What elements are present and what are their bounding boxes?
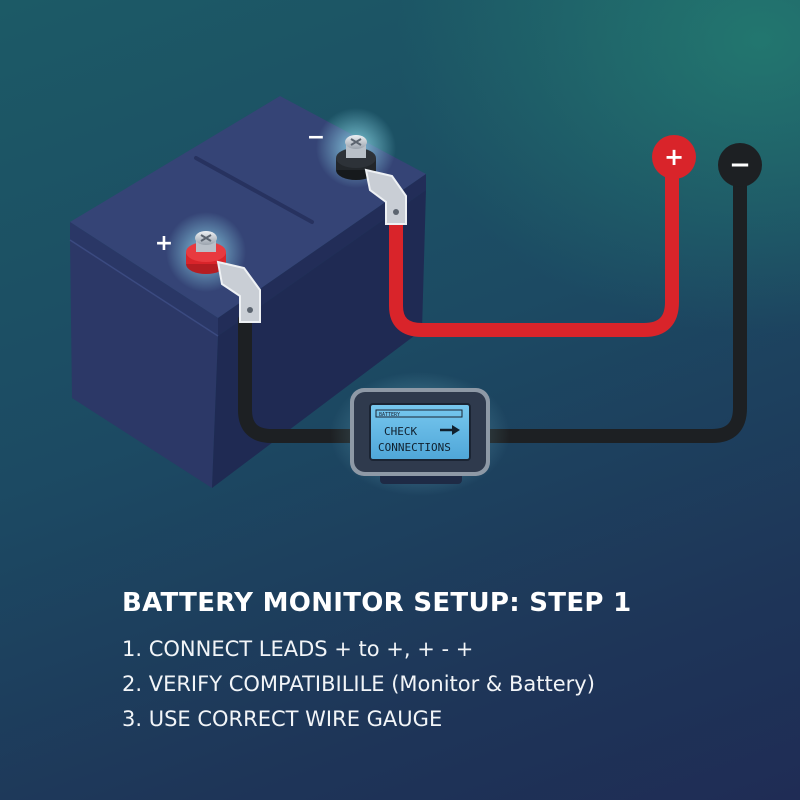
positive-terminal-label: + [155,231,173,256]
negative-lead-cap: − [718,143,762,187]
battery-front-face [70,240,218,488]
positive-clamp [216,260,261,323]
battery-lid-edge [70,222,218,336]
monitor-screen [369,403,471,461]
positive-lead-cap: + [652,135,696,179]
negative-lead [238,161,747,443]
monitor-header: BATTERY [379,412,400,418]
instructions-panel: BATTERY MONITOR SETUP: STEP 1 1. CONNECT… [122,588,782,737]
positive-lead-label: + [664,143,684,171]
monitor-screen-line2: CONNECTIONS [378,441,451,454]
positive-lead [389,153,679,337]
battery-lid-edge-right [218,174,426,336]
negative-terminal [316,108,407,225]
monitor-screen-line1: CHECK [384,425,417,438]
positive-terminal [166,212,261,323]
arrow-right-icon [440,425,460,435]
setup-steps: 1. CONNECT LEADS + to +, + - + 2. VERIFY… [122,632,782,737]
battery-illustration: + − + [69,96,762,496]
step-verify-compatibility: 2. VERIFY COMPATIBILILE (Monitor & Batte… [122,672,595,696]
negative-lead-label: − [729,150,751,180]
step-connect-leads: 1. CONNECT LEADS + to +, + - + [122,637,474,661]
step-wire-gauge: 3. USE CORRECT WIRE GAUGE [122,707,443,731]
battery-side-face [212,190,426,488]
battery-monitor: BATTERY CHECK CONNECTIONS [330,372,510,496]
setup-title: BATTERY MONITOR SETUP: STEP 1 [122,588,632,618]
negative-terminal-label: − [307,125,325,150]
